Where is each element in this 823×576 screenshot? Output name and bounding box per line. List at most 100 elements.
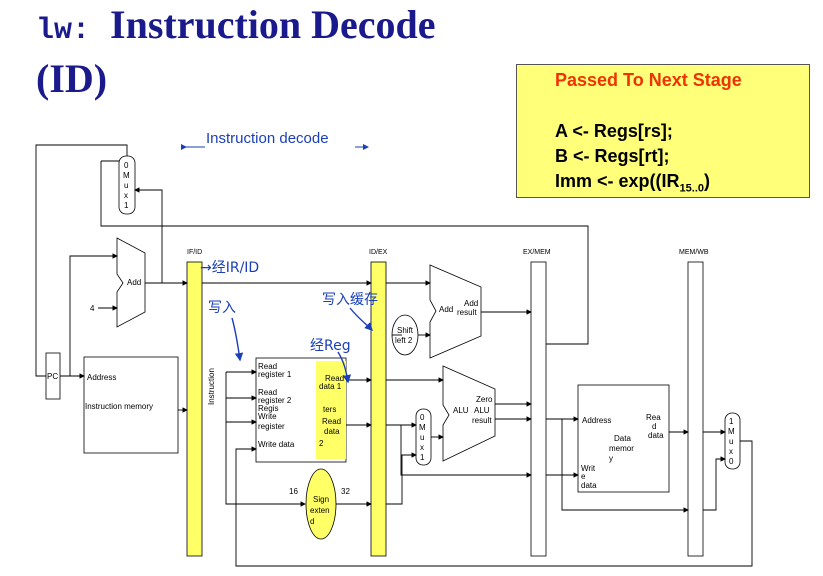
pc-register: PC	[45, 352, 61, 400]
sign-in-width: 16	[289, 487, 298, 496]
mux-alu-0: 0	[420, 413, 425, 422]
dmem-name-b: memor	[609, 444, 634, 453]
regs-ters: ters	[323, 405, 336, 414]
mux-top-0: 0	[124, 161, 129, 170]
dmem-write-a: Writ	[581, 464, 596, 473]
mux-alu-u: u	[420, 433, 424, 442]
adder2-result-a: Add	[464, 299, 478, 308]
shift-label-b: left 2	[395, 336, 413, 345]
stage-label-exmem: EX/MEM	[523, 249, 551, 256]
mux-wb-m: M	[728, 427, 735, 436]
register-file: Read register 1 Read register 2 Regis Wr…	[255, 357, 347, 463]
regs-read-data2-a: Read	[322, 417, 341, 426]
sign-label-c: d	[310, 517, 314, 526]
pipeline-register-ifid	[186, 261, 203, 557]
stage-label-memwb: MEM/WB	[679, 249, 709, 256]
mux-alu-1: 1	[420, 453, 425, 462]
mux-writeback: 1 M u x 0	[724, 412, 741, 470]
adder2-result-b: result	[457, 308, 477, 317]
regs-read-data1-b: data 1	[319, 382, 342, 391]
pipeline-register-idex	[370, 261, 387, 557]
mux-top-m: M	[123, 171, 130, 180]
mux-alu-src: 0 M u x 1	[415, 408, 432, 466]
datapath-wires	[35, 144, 753, 567]
phase-label: Instruction decode	[206, 130, 329, 147]
mux-wb-x: x	[729, 447, 733, 456]
mux-pc-select: 0 M u x 1	[118, 155, 136, 215]
adder2-label: Add	[439, 305, 453, 314]
data-memory: Address Rea d data Data memor y Writ e d…	[577, 384, 670, 493]
slide-title-line-1: lw: Instruction Decode	[36, 2, 436, 54]
mux-top-x: x	[124, 191, 128, 200]
pc-label: PC	[47, 372, 58, 381]
regs-write-reg-a: Write	[258, 412, 277, 421]
regs-read-reg2-a: Read	[258, 388, 277, 397]
dmem-write-c: data	[581, 481, 597, 490]
regs-read-data2-b: data	[324, 427, 340, 436]
pipeline-register-exmem	[530, 261, 547, 557]
regs-write-reg-b: register	[258, 422, 285, 431]
sign-label-b: exten	[310, 506, 330, 515]
mux-top-1: 1	[124, 201, 129, 210]
regs-write-data: Write data	[258, 440, 295, 449]
mux-wb-1: 1	[729, 417, 734, 426]
alu-result-a: ALU	[474, 406, 490, 415]
note-line-a: A <- Regs[rs];	[555, 121, 673, 141]
imem-address-label: Address	[87, 373, 116, 382]
shift-label-a: Shift	[397, 326, 414, 335]
note-line-b: B <- Regs[rt];	[555, 146, 670, 166]
mux-wb-0: 0	[729, 457, 734, 466]
note-line-c-prefix: Imm <- exp((IR	[555, 171, 680, 191]
dmem-write-b: e	[581, 472, 586, 481]
next-stage-note: Passed To Next Stage A <- Regs[rs]; B <-…	[516, 64, 810, 198]
shift-left-2: Shift left 2	[391, 314, 419, 356]
instruction-bus-label: Instruction	[207, 368, 216, 405]
adder-pc-plus-4: Add 4	[90, 237, 146, 328]
regs-read-data1-a: Read	[325, 374, 344, 383]
regs-read-reg1-b: register 1	[258, 370, 292, 379]
mux-alu-m: M	[419, 423, 426, 432]
adder-branch-target: Add Add result	[429, 264, 482, 359]
instruction-memory: Address Instruction memory	[83, 356, 179, 454]
alu-result-b: result	[472, 416, 492, 425]
constant-four: 4	[90, 304, 95, 313]
note-heading: Passed To Next Stage	[555, 70, 742, 90]
dmem-read-c: data	[648, 431, 664, 440]
sign-label-a: Sign	[313, 495, 329, 504]
sign-extend-unit: Sign exten d 16 32	[289, 468, 350, 540]
alu-zero: Zero	[476, 395, 493, 404]
phase-indicator: Instruction decode	[181, 130, 369, 150]
sign-out-width: 32	[341, 487, 350, 496]
dmem-read-a: Rea	[646, 413, 661, 422]
alu: Zero ALU ALU result	[442, 365, 496, 462]
slide-title-line-2: (ID)	[36, 56, 108, 101]
mux-wb-u: u	[729, 437, 733, 446]
title-mnemonic: lw:	[36, 14, 91, 48]
dmem-name-a: Data	[614, 434, 631, 443]
pipeline-register-memwb	[687, 261, 704, 557]
regs-read-reg2-b: register 2	[258, 396, 292, 405]
stage-label-ifid: IF/ID	[187, 249, 202, 256]
hand-note-ifid: →经IR/ID	[200, 260, 259, 276]
title-text: Instruction Decode	[110, 2, 436, 47]
alu-label: ALU	[453, 406, 469, 415]
regs-read-reg1-a: Read	[258, 362, 277, 371]
mux-top-u: u	[124, 181, 128, 190]
hand-note-via-reg: 经Reg	[310, 338, 351, 354]
hand-note-write-in: 写入	[208, 300, 236, 316]
dmem-name-c: y	[609, 454, 613, 463]
adder-label: Add	[127, 278, 141, 287]
stage-label-idex: ID/EX	[369, 249, 388, 256]
note-line-c: Imm <- exp((IR15..0)	[555, 171, 710, 195]
hand-note-write-cache: 写入缓存	[322, 292, 378, 308]
dmem-read-b: d	[652, 422, 656, 431]
dmem-address: Address	[582, 416, 611, 425]
handwritten-annotations: →经IR/ID 写入 写入缓存 经Reg	[200, 260, 378, 384]
imem-name-label: Instruction memory	[85, 402, 153, 411]
note-line-c-sub: 15..0	[679, 182, 704, 195]
mux-alu-x: x	[420, 443, 424, 452]
regs-regis: Regis	[258, 404, 278, 413]
note-line-c-suffix: )	[704, 171, 710, 191]
regs-read-data2-c: 2	[319, 439, 324, 448]
